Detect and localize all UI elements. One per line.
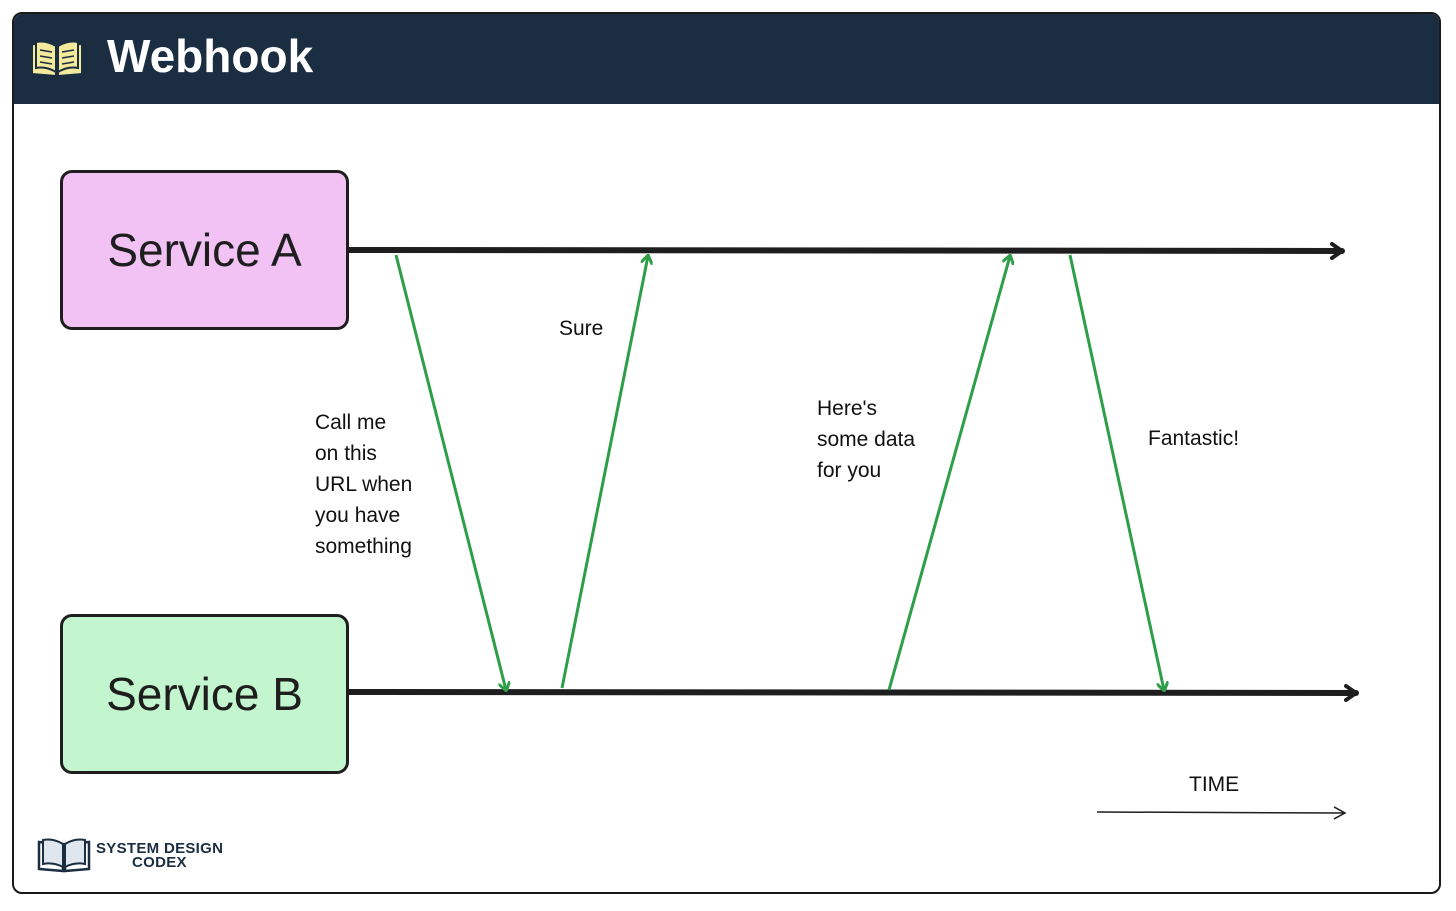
arrow-confirm	[1068, 254, 1164, 690]
service-a-timeline	[346, 241, 1345, 260]
message-label-acknowledge: Sure	[559, 317, 604, 340]
open-book-icon	[37, 838, 91, 873]
message-label-deliver-data: Here's some data for you	[817, 397, 916, 482]
service-b-box: Service B	[60, 614, 349, 774]
service-b-label: Service B	[106, 668, 303, 720]
brand-name-line1: SYSTEM DESIGN	[96, 840, 224, 857]
brand-name-line2: CODEX	[132, 854, 187, 871]
time-arrow	[1096, 806, 1347, 820]
header-bar: Webhook	[14, 14, 1439, 104]
message-label-confirm: Fantastic!	[1148, 427, 1240, 450]
arrow-register-callback	[394, 254, 506, 690]
time-axis-label: TIME	[1189, 773, 1240, 796]
service-b-timeline	[346, 683, 1359, 702]
arrow-acknowledge	[560, 256, 648, 689]
brand-logo: SYSTEM DESIGN CODEX	[36, 836, 236, 876]
open-book-icon	[31, 40, 83, 78]
service-a-label: Service A	[107, 224, 302, 276]
arrow-deliver-data	[887, 256, 1010, 691]
message-label-register-callback: Call me on this URL when you have someth…	[315, 411, 413, 558]
service-a-box: Service A	[60, 170, 349, 330]
page-title: Webhook	[107, 30, 314, 82]
